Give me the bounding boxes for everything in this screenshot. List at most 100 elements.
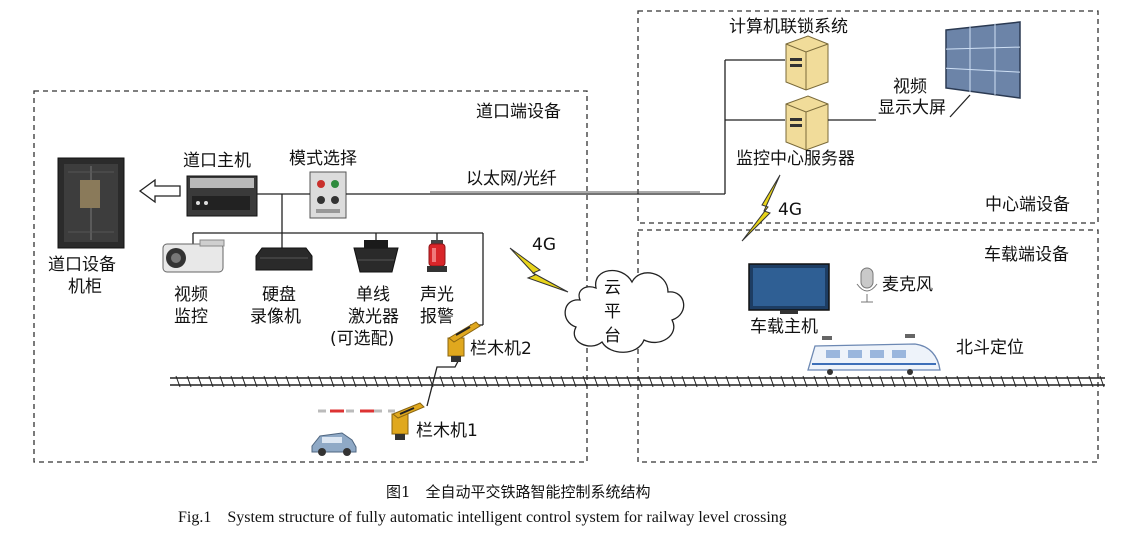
- caption-zh: 图1 全自动平交铁路智能控制系统结构: [386, 483, 651, 501]
- track-tie: [285, 375, 291, 388]
- laser-label-3: (可选配): [330, 329, 394, 349]
- alarm-light-icon: [427, 240, 447, 272]
- track-tie: [1022, 375, 1028, 388]
- big-screen-label-2: 显示大屏: [878, 98, 946, 118]
- track-tie: [758, 375, 764, 388]
- laser-label-1: 单线: [356, 285, 390, 305]
- track-tie: [681, 375, 687, 388]
- crossing-cabinet-label-2: 机柜: [68, 277, 102, 297]
- left-4g-label: 4G: [532, 235, 556, 255]
- train-icon: [807, 334, 941, 375]
- track-tie: [802, 375, 808, 388]
- track-tie: [769, 375, 775, 388]
- microphone-label: 麦克风: [882, 275, 933, 295]
- track-tie: [879, 375, 885, 388]
- track-tie: [472, 375, 478, 388]
- track-tie: [890, 375, 896, 388]
- monitor-server-icon: [785, 95, 829, 151]
- mode-select-icon: [309, 171, 347, 219]
- track-tie: [505, 375, 511, 388]
- track-tie: [934, 375, 940, 388]
- track-tie: [197, 375, 203, 388]
- track-tie: [230, 375, 236, 388]
- track-tie: [263, 375, 269, 388]
- screen-grid-line: [945, 46, 1021, 50]
- track-tie: [780, 375, 786, 388]
- track-tie: [439, 375, 445, 388]
- cloud-label-3: 台: [604, 326, 621, 346]
- track-tie: [373, 375, 379, 388]
- track-tie: [252, 375, 258, 388]
- lightning-left-icon: [509, 247, 569, 293]
- crossing-cabinet-icon: [57, 157, 125, 249]
- track-tie: [1066, 375, 1072, 388]
- track-tie: [692, 375, 698, 388]
- track-tie: [241, 375, 247, 388]
- barrier1-icon: [391, 402, 425, 440]
- track-tie: [813, 375, 819, 388]
- big-screen-label-1: 视频: [893, 77, 927, 97]
- track-tie: [835, 375, 841, 388]
- track-tie: [736, 375, 742, 388]
- ethernet-label: 以太网/光纤: [466, 169, 557, 189]
- track-tie: [340, 375, 346, 388]
- alarm-label-2: 报警: [420, 307, 454, 327]
- arrow-to-cabinet-icon: [138, 178, 181, 204]
- track-tie: [1000, 375, 1006, 388]
- video-camera-icon: [162, 239, 225, 273]
- screen-grid-line: [945, 67, 1021, 73]
- track-tie: [714, 375, 720, 388]
- vehicle-host-icon: [748, 263, 830, 314]
- track-tie: [1044, 375, 1050, 388]
- ethernet-link: [257, 59, 785, 195]
- caption-en: Fig.1 System structure of fully automati…: [178, 509, 787, 526]
- interlock-server-icon: [785, 35, 829, 91]
- track-tie: [307, 375, 313, 388]
- track-tie: [901, 375, 907, 388]
- laser-label-2: 激光器: [348, 307, 399, 327]
- track-tie: [417, 375, 423, 388]
- disk-recorder-label-1: 硬盘: [262, 285, 296, 305]
- track-tie: [175, 375, 181, 388]
- alarm-label-1: 声光: [420, 285, 454, 305]
- track-tie: [868, 375, 874, 388]
- big-screen-icon: [945, 21, 1021, 118]
- track-tie: [1033, 375, 1039, 388]
- disk-recorder-icon: [255, 247, 313, 271]
- track-tie: [857, 375, 863, 388]
- right-4g-label: 4G: [778, 200, 802, 220]
- cloud-label-2: 平: [604, 302, 621, 322]
- track-tie: [208, 375, 214, 388]
- track-tie: [637, 375, 643, 388]
- track-tie: [516, 375, 522, 388]
- track-tie: [912, 375, 918, 388]
- track-tie: [956, 375, 962, 388]
- track-tie: [659, 375, 665, 388]
- track-tie: [450, 375, 456, 388]
- track-tie: [274, 375, 280, 388]
- track-tie: [626, 375, 632, 388]
- track-tie: [648, 375, 654, 388]
- track-tie: [967, 375, 973, 388]
- track-tie: [1077, 375, 1083, 388]
- track-tie: [318, 375, 324, 388]
- track-tie: [989, 375, 995, 388]
- track-tie: [219, 375, 225, 388]
- barrier2-label: 栏木机2: [470, 339, 532, 359]
- lightning-right-icon: [741, 174, 781, 242]
- microphone-icon: [856, 267, 878, 303]
- laser-icon: [353, 240, 399, 273]
- video-monitor-label-2: 监控: [174, 307, 208, 327]
- track-tie: [824, 375, 830, 388]
- video-monitor-label-1: 视频: [174, 285, 208, 305]
- cloud-platform-icon: [564, 269, 685, 353]
- monitor-server-label: 监控中心服务器: [736, 149, 855, 169]
- beidou-label: 北斗定位: [956, 338, 1024, 358]
- track-tie: [747, 375, 753, 388]
- track-tie: [593, 375, 599, 388]
- mode-select-label: 模式选择: [289, 149, 357, 169]
- track-tie: [791, 375, 797, 388]
- car-icon: [311, 432, 357, 456]
- track-tie: [527, 375, 533, 388]
